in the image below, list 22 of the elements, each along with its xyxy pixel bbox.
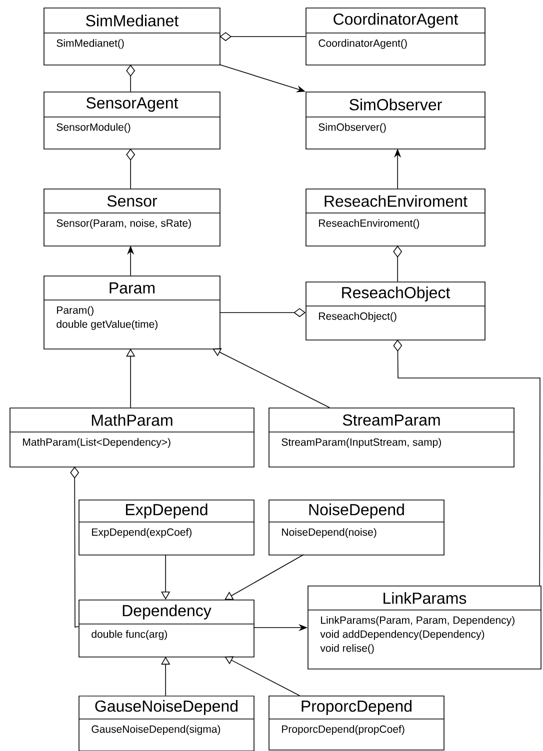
class-box: NoiseDepend NoiseDepend(noise) — [268, 500, 444, 556]
class-box: Param Param() double getValue(time) — [44, 276, 220, 350]
class-box: LinkParams LinkParams(Param, Param, Dependency) void addDependency(Dependency) void relise() — [308, 586, 542, 670]
class-box: Dependency double func(arg) — [78, 600, 254, 658]
class-box: ExpDepend ExpDepend(expCoef) — [78, 500, 254, 556]
class-box: StreamParam StreamParam(InputStream, samp) — [268, 408, 514, 468]
class-box: CoordinatorAgent CoordinatorAgent() — [306, 8, 486, 66]
generalization-arrow — [224, 554, 304, 600]
aggregation-line — [393, 340, 540, 586]
class-box: ProporcDepend ProporcDepend(propCoef) — [268, 696, 444, 750]
class-box: ReseachObject ReseachObject() — [306, 282, 486, 340]
generalization-arrow — [212, 348, 330, 408]
class-box: SimMedianet SimMedianet() — [44, 8, 220, 66]
class-box: MathParam MathParam(List<Dependency>) — [10, 408, 254, 468]
class-box: SimObserver SimObserver() — [306, 92, 486, 150]
class-box: ReseachEnviroment ReseachEnviroment() — [306, 188, 486, 246]
class-box: Sensor Sensor(Param, noise, sRate) — [44, 188, 220, 246]
aggregation-line — [220, 32, 306, 42]
generalization-arrow — [224, 656, 300, 696]
class-box: GauseNoiseDepend GauseNoiseDepend(sigma) — [78, 696, 254, 751]
aggregation-line — [70, 466, 80, 628]
class-box: SensorAgent SensorModule() — [44, 92, 220, 150]
